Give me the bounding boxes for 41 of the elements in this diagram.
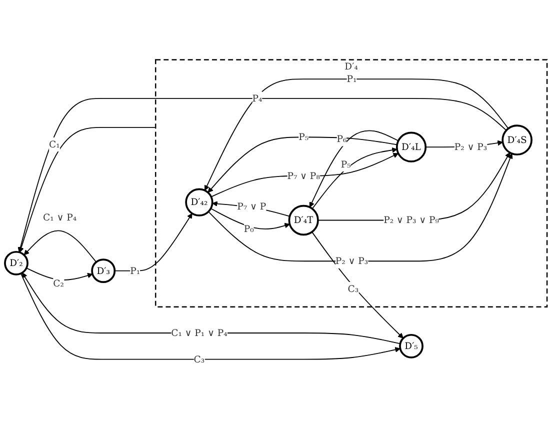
arrow bbox=[24, 230, 97, 263]
node-circle: D′₃ bbox=[91, 258, 116, 284]
edge-label: C₃ bbox=[348, 283, 359, 294]
edge-label: P₂ ∨ P₃ bbox=[335, 255, 368, 267]
arrow bbox=[114, 213, 192, 272]
arrow bbox=[210, 153, 399, 198]
arrow bbox=[18, 98, 507, 252]
node-circle: D′₄T bbox=[288, 204, 319, 236]
arrow bbox=[210, 208, 290, 230]
arrow bbox=[208, 136, 398, 193]
arrow bbox=[312, 147, 398, 210]
node-circle: D′₄L bbox=[396, 132, 427, 162]
edge-label: C₃ bbox=[194, 354, 205, 365]
edge-label: P₆ bbox=[336, 133, 347, 144]
arrow bbox=[309, 130, 399, 208]
arrow bbox=[18, 127, 156, 253]
edge-label: C₁ ∨ P₄ bbox=[43, 212, 77, 223]
node-circle: D′₅ bbox=[399, 334, 424, 358]
node-circle: D′₂ bbox=[4, 250, 28, 276]
arrow bbox=[26, 268, 93, 280]
arrow bbox=[22, 272, 401, 344]
edge-label: P₁ bbox=[130, 265, 140, 276]
node-circle: D′₄S bbox=[502, 124, 532, 156]
edge-label: P₇ ∨ P bbox=[237, 200, 266, 212]
arrow bbox=[204, 78, 509, 191]
edge-label: P₀ bbox=[244, 223, 254, 234]
edge-label: P₅ bbox=[298, 131, 309, 143]
edge-label: C₂ bbox=[53, 278, 64, 289]
edge-label: C₁ ∨ P₁ ∨ P₄ bbox=[171, 327, 228, 338]
node-circle: D′₄₂ bbox=[185, 188, 214, 216]
edge-label: P₂ ∨ P₃ ∨ P₉ bbox=[384, 214, 439, 226]
arrow bbox=[20, 273, 400, 360]
arrow bbox=[318, 152, 510, 221]
arrow bbox=[312, 231, 404, 338]
edge-label: P₁ bbox=[346, 73, 357, 84]
arrow bbox=[208, 153, 513, 262]
edge-label: C₁ bbox=[48, 138, 60, 150]
edge-label: P₇ ∨ P₈ bbox=[287, 170, 320, 182]
edge-label: P₄ bbox=[252, 92, 262, 104]
edge-label: P₅ bbox=[340, 158, 351, 170]
edge-label: P₂ ∨ P₃ bbox=[454, 141, 488, 153]
